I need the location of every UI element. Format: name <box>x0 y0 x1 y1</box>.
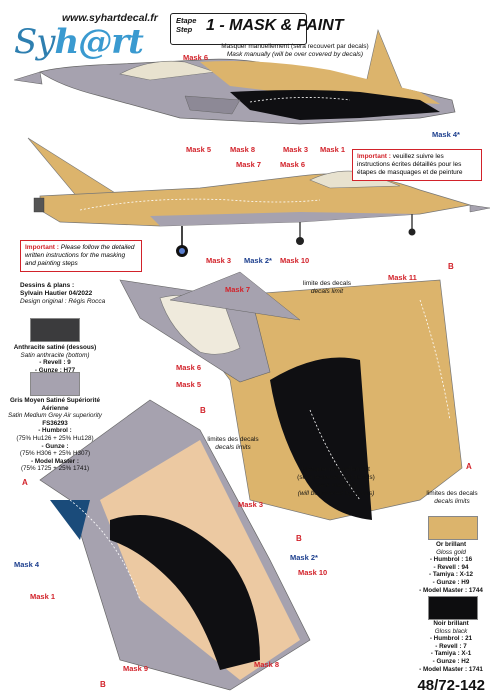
website-url: www.syhartdecal.fr <box>62 12 158 24</box>
manual-mask-note-top: Masquer manuellement (sera recouvert par… <box>221 43 369 58</box>
swatch-medium-grey <box>30 372 80 396</box>
reference-a-left: A <box>22 478 28 487</box>
sheet-code: 48/72-142 <box>417 677 485 694</box>
paint-anthracite-info: Anthracite satiné (dessous)Satin anthrac… <box>13 344 97 374</box>
swatch-anthracite <box>30 318 80 342</box>
mask-1-label-lower: Mask 1 <box>30 592 56 601</box>
reference-b-top-right: B <box>448 262 454 271</box>
swatch-gloss-black <box>428 596 478 620</box>
brand-logo: Syh@rt <box>14 22 144 62</box>
mask-7-label-side: Mask 7 <box>236 160 262 169</box>
important-note-fr: Important : veuillez suivre les instruct… <box>352 149 482 181</box>
mask-10-label-side: Mask 10 <box>280 256 310 265</box>
mask-5-label-top: Mask 5 <box>186 145 212 154</box>
reference-a-right: A <box>466 462 472 471</box>
mask-6-label-plan: Mask 6 <box>176 363 202 372</box>
mask-3-label-lower: Mask 3 <box>238 500 264 509</box>
plan-view-lower <box>39 399 311 691</box>
reference-b-left: B <box>200 406 206 415</box>
mask-10-label-lower: Mask 10 <box>298 568 328 577</box>
mask-11-label: Mask 11 <box>388 273 417 282</box>
mask-7-label-plan: Mask 7 <box>225 285 251 294</box>
mask-4-label-lower: Mask 4 <box>14 560 40 569</box>
mask-6-label-top: Mask 6 <box>183 53 209 62</box>
mask-1-label-top: Mask 1 <box>320 145 346 154</box>
step-title: 1 - MASK & PAINT <box>206 17 344 34</box>
mask-3-label-top: Mask 3 <box>283 145 309 154</box>
mask-9-label: Mask 9 <box>123 664 149 673</box>
mask-4-star-label-top: Mask 4* <box>432 130 460 139</box>
side-view-top <box>13 29 456 125</box>
swatch-gloss-gold <box>428 516 478 540</box>
mask-3-label-side: Mask 3 <box>206 256 232 265</box>
reference-b-lower: B <box>296 534 302 543</box>
reference-b-bottom: B <box>100 680 106 689</box>
manual-mask-note-plan: Masquer manuellement (sera recouvert par… <box>297 466 375 497</box>
mask-6-label-side: Mask 6 <box>280 160 306 169</box>
plan-view-upper <box>119 271 463 521</box>
important-note-en: Important : Please follow the detailed w… <box>20 240 142 272</box>
mask-5-label-plan: Mask 5 <box>176 380 202 389</box>
mask-8-label-lower: Mask 8 <box>254 660 280 669</box>
mask-8-label-top: Mask 8 <box>230 145 256 154</box>
mask-2-star-label-lower: Mask 2* <box>290 553 318 562</box>
mask-2-star-label-side: Mask 2* <box>244 256 272 265</box>
credits: Dessins & plans : Sylvain Hautier 04/202… <box>20 282 106 305</box>
step-box <box>170 13 307 45</box>
